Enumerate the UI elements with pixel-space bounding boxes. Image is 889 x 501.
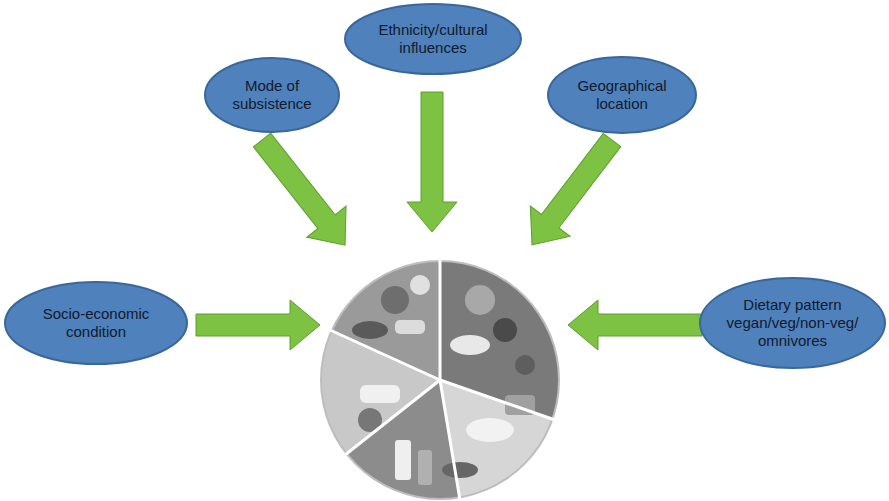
block-arrow <box>512 125 632 260</box>
block-arrow <box>568 300 702 350</box>
node-label: Geographical location <box>570 77 674 113</box>
text-holder: Dietary pattern vegan/veg/non-veg/ omniv… <box>722 296 864 350</box>
ellipse-node: Socio-economic condition <box>4 281 188 365</box>
node-label: Dietary pattern vegan/veg/non-veg/ omniv… <box>722 296 864 350</box>
node-label: Ethnicity/cultural influences <box>367 21 499 57</box>
ellipse-node: Dietary pattern vegan/veg/non-veg/ omniv… <box>699 277 886 369</box>
ellipse-node: Geographical location <box>547 56 697 134</box>
block-arrow <box>407 92 457 232</box>
ellipse-node: Mode of subsistence <box>204 57 340 133</box>
block-arrow <box>242 125 364 261</box>
block-arrow <box>196 300 320 350</box>
node-label: Mode of subsistence <box>226 77 318 113</box>
node-label: Socio-economic condition <box>34 305 158 341</box>
text-holder: Mode of subsistence <box>226 77 318 113</box>
text-holder: Ethnicity/cultural influences <box>367 21 499 57</box>
food-plate <box>319 260 562 501</box>
text-holder: Geographical location <box>570 77 674 113</box>
ellipse-node: Ethnicity/cultural influences <box>344 3 522 75</box>
text-holder: Socio-economic condition <box>34 305 158 341</box>
